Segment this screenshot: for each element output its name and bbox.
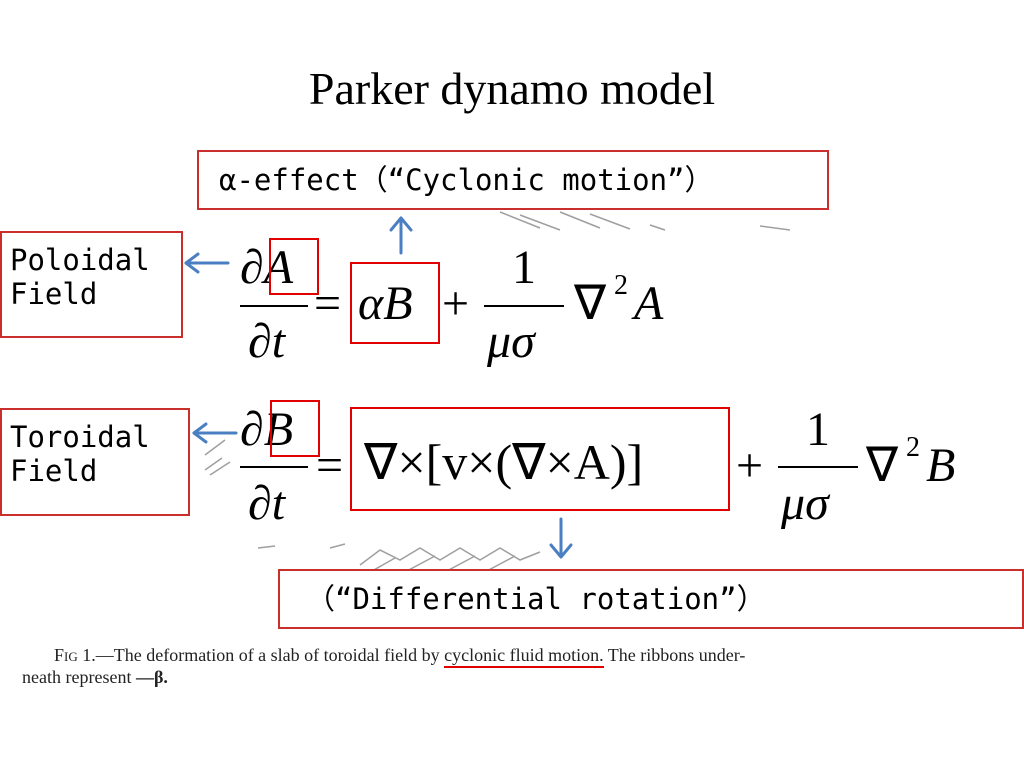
highlight-box	[350, 262, 440, 344]
arrow-left-icon	[184, 252, 230, 274]
caption-beta: —β.	[135, 667, 168, 687]
eq1-exponent: 2	[614, 270, 628, 301]
eq2-curl-term: ∇×[v×(∇×A)]	[364, 434, 644, 490]
eq1-numerator-var: A	[263, 241, 294, 294]
eq1-alpha-term: αB	[358, 277, 413, 330]
eq2-frac-numerator: 1	[806, 403, 830, 456]
caption-text-before: 1.—The deformation of a slab of toroidal…	[77, 645, 445, 665]
caption-line1: Fig 1.—The deformation of a slab of toro…	[22, 644, 1012, 668]
eq2-equals: =	[316, 439, 344, 492]
differential-rotation-label: （“Differential rotation”）	[306, 582, 766, 616]
differential-rotation-label-box: （“Differential rotation”）	[278, 569, 1024, 629]
toroidal-label-line1: Toroidal	[10, 420, 150, 454]
arrow-down-icon	[549, 517, 573, 559]
eq2-exponent: 2	[906, 432, 920, 463]
eq2-fraction-bar	[240, 466, 308, 468]
highlight-box	[270, 400, 320, 457]
caption-fig-label: Fig	[54, 645, 78, 665]
eq1-frac-denominator: μσ	[487, 315, 535, 368]
toroidal-label-line2: Field	[10, 454, 98, 488]
poloidal-label-line1: Poloidal	[10, 243, 150, 277]
alpha-effect-label: α-effect（“Cyclonic motion”）	[219, 163, 714, 197]
eq1-denominator: ∂t	[248, 315, 286, 368]
poloidal-label-line2: Field	[10, 277, 98, 311]
eq2-var: B	[926, 439, 956, 492]
caption-underlined: cyclonic fluid motion.	[444, 645, 604, 668]
eq1-frac-numerator: 1	[512, 241, 536, 294]
caption-line2: neath represent —β.	[22, 667, 168, 687]
eq2-frac-denominator: μσ	[781, 477, 829, 530]
arrow-left-icon	[192, 422, 238, 444]
eq2-nabla: ∇	[866, 439, 899, 492]
highlight-box	[269, 238, 319, 295]
eq1-fraction-bar	[240, 305, 308, 307]
alpha-effect-label-box: α-effect（“Cyclonic motion”）	[197, 150, 829, 210]
eq2-denominator: ∂t	[248, 477, 286, 530]
figure-caption: Fig 1.—The deformation of a slab of toro…	[22, 644, 1012, 688]
arrow-up-icon	[389, 216, 413, 255]
highlight-box	[350, 407, 730, 511]
caption-text-after: The ribbons under-	[603, 645, 746, 665]
eq2-plus: +	[736, 439, 764, 492]
poloidal-field-label-box: Poloidal Field	[0, 231, 183, 338]
eq1-var: A	[634, 277, 664, 330]
eq1-frac-bar	[484, 305, 564, 307]
eq2-frac-bar	[778, 466, 858, 468]
slide-title: Parker dynamo model	[308, 63, 716, 114]
eq2-numerator-var: B	[263, 403, 294, 456]
partial-symbol: ∂	[240, 241, 264, 294]
toroidal-field-label-box: Toroidal Field	[0, 408, 190, 516]
eq1-nabla: ∇	[574, 277, 607, 330]
partial-symbol: ∂	[240, 403, 264, 456]
eq1-plus: +	[442, 277, 470, 330]
